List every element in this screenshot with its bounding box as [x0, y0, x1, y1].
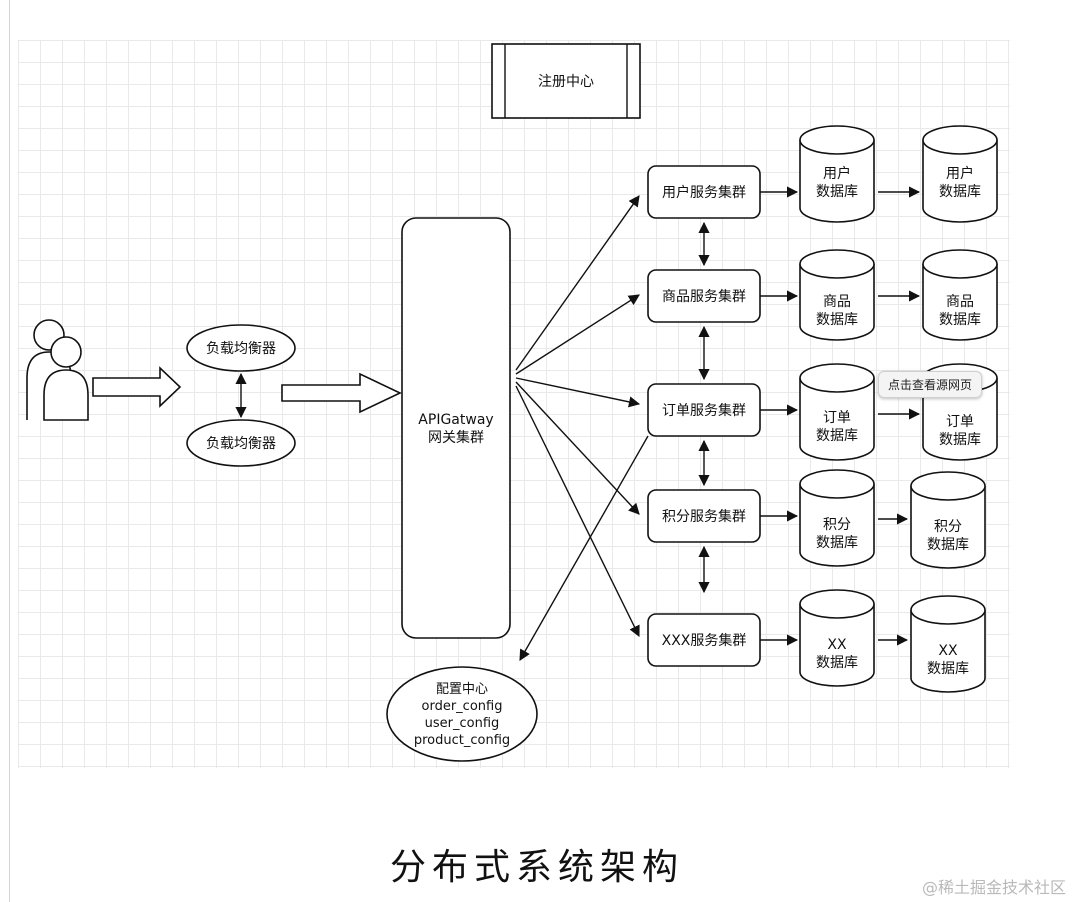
db-xx-2-label-1: XX: [938, 643, 958, 659]
service-points: 积分服务集群: [647, 489, 761, 543]
db-order-1-label-1: 订单: [823, 410, 851, 426]
service-xxx-label: XXX服务集群: [662, 632, 747, 649]
db-user-1-label-1: 用户: [823, 165, 851, 182]
users-icon: [26, 319, 89, 421]
db-product-2-label-1: 商品: [946, 294, 974, 310]
db-user-1-label-2: 数据库: [816, 184, 858, 200]
registry-label: 注册中心: [538, 74, 594, 90]
db-order-1-label-2: 数据库: [816, 428, 858, 444]
db-user-2-label-1: 用户: [946, 165, 974, 182]
db-points-1-label-2: 数据库: [816, 535, 858, 551]
config-center-node: 配置中心 order_config user_config product_co…: [386, 666, 538, 762]
db-xx-1-label-1: XX: [827, 637, 847, 653]
config-label-line4: product_config: [414, 733, 510, 748]
db-xx-2-label-2: 数据库: [927, 661, 969, 677]
registry-node: 注册中心: [491, 43, 641, 119]
users-to-lb-arrow: [92, 366, 182, 408]
watermark-text: @稀土掘金技术社区: [921, 878, 1066, 897]
gateway-label-line2: 网关集群: [428, 429, 484, 446]
service-user-label: 用户服务集群: [662, 184, 746, 201]
db-user-2: 用户 数据库: [922, 125, 998, 223]
architecture-diagram: 注册中心 负载均衡器 负载均衡器 APIGatway 网关集群 配置中心 ord…: [26, 43, 998, 762]
db-product-2-label-2: 数据库: [939, 312, 981, 328]
db-xx-1: XX 数据库: [799, 589, 875, 687]
db-points-2: 积分 数据库: [910, 471, 986, 569]
diagram-canvas: 注册中心 负载均衡器 负载均衡器 APIGatway 网关集群 配置中心 ord…: [18, 40, 1010, 768]
service-xxx: XXX服务集群: [647, 613, 761, 667]
service-points-label: 积分服务集群: [662, 508, 746, 525]
load-balancer-2-label: 负载均衡器: [206, 436, 276, 452]
gateway-fanout-arrows: [515, 195, 649, 661]
db-replication-arrows: [878, 186, 921, 646]
db-xx-2: XX 数据库: [910, 595, 986, 693]
db-points-2-label-1: 积分: [934, 519, 962, 535]
config-label-line3: user_config: [425, 716, 500, 731]
db-order-2-label-2: 数据库: [939, 432, 981, 448]
db-product-2: 商品 数据库: [922, 249, 998, 341]
db-xx-1-label-2: 数据库: [816, 655, 858, 671]
service-product-label: 商品服务集群: [662, 288, 746, 305]
service-order-label: 订单服务集群: [662, 402, 746, 419]
db-product-1: 商品 数据库: [799, 249, 875, 341]
lb-to-gateway-arrow: [281, 372, 402, 414]
db-points-1: 积分 数据库: [799, 469, 875, 567]
db-user-2-label-2: 数据库: [939, 184, 981, 200]
config-label-line1: 配置中心: [436, 682, 488, 697]
load-balancer-1-label: 负载均衡器: [206, 341, 276, 357]
db-product-1-label-1: 商品: [823, 294, 851, 310]
view-source-tooltip[interactable]: 点击查看源网页: [878, 371, 983, 398]
db-order-1: 订单 数据库: [799, 363, 875, 461]
api-gateway-node: APIGatway 网关集群: [401, 217, 511, 639]
service-to-db-arrows: [760, 186, 799, 646]
gateway-label-line1: APIGatway: [418, 412, 493, 428]
config-label-line2: order_config: [422, 699, 503, 714]
service-product: 商品服务集群: [647, 269, 761, 323]
db-points-1-label-1: 积分: [823, 517, 851, 533]
db-user-1: 用户 数据库: [799, 125, 875, 223]
load-balancer-1: 负载均衡器: [186, 324, 296, 372]
diagram-caption: 分布式系统架构: [389, 847, 684, 888]
load-balancer-2: 负载均衡器: [186, 419, 296, 467]
service-user: 用户服务集群: [647, 165, 761, 219]
page-left-border: [9, 0, 10, 902]
db-product-1-label-2: 数据库: [816, 312, 858, 328]
db-order-2-label-1: 订单: [946, 414, 974, 430]
db-points-2-label-2: 数据库: [927, 537, 969, 553]
service-order: 订单服务集群: [647, 383, 761, 437]
